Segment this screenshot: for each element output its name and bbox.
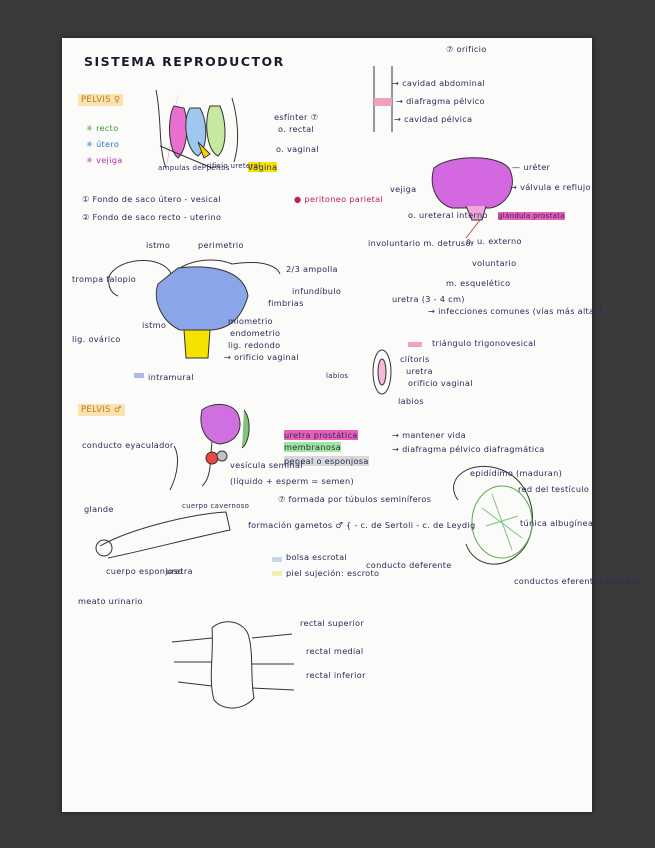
label-o-u-externo: o. u. externo	[466, 236, 522, 246]
label-istmo-top: istmo	[146, 240, 171, 250]
label-mantener-vida: → mantener vida	[392, 430, 466, 440]
note-fondo-2: ② Fondo de saco recto - uterino	[82, 212, 222, 222]
label-conductos-eferentes: conductos eferentes (salida)	[514, 576, 639, 586]
label-lig-ovarico: lig. ovárico	[72, 334, 121, 344]
label-cuerpo-esponjoso: cuerpo esponjoso	[106, 566, 183, 576]
piel-marker	[272, 571, 282, 576]
section-pelvis-female: PELVIS ♀	[78, 94, 124, 106]
label-o-rectal: o. rectal	[278, 124, 314, 134]
male-sagittal-drawing	[169, 404, 250, 491]
label-conducto-eyaculador: conducto eyaculador	[82, 440, 174, 450]
testicle-drawing	[453, 465, 534, 565]
label-involuntario: involuntario m. detrusor	[368, 238, 475, 248]
label-meato: meato urinario	[78, 596, 143, 606]
label-esfinter: esfínter ⑦	[274, 112, 319, 122]
label-orificio: ⑦ orificio	[446, 44, 487, 54]
label-epididimo: epidídimo (maduran)	[470, 468, 563, 478]
label-fimbrias: fimbrias	[268, 298, 304, 308]
label-rectal-superior: rectal superior	[300, 618, 365, 628]
label-o-ureteral-interno: o. ureteral interno	[408, 210, 488, 220]
label-labios-left: labios	[326, 372, 349, 380]
note-peritoneo: ● peritoneo parietal	[294, 194, 384, 204]
label-bolsa-escrotal: bolsa escrotal	[286, 552, 348, 562]
label-trompa: trompa falopio	[72, 274, 137, 284]
label-orificio-ureteral: orificio ureteral	[202, 162, 261, 170]
anatomy-sketches	[95, 66, 534, 709]
label-liquido: (líquido + esperm = semen)	[230, 476, 354, 486]
label-ampolla: 2/3 ampolla	[286, 264, 338, 274]
label-diafragma-pelvico-2: → diafragma pélvico diafragmática	[392, 444, 545, 454]
penis-drawing	[95, 511, 231, 559]
label-tunica: túnica albugínea	[520, 518, 594, 528]
label-orificio-vaginal: → orificio vaginal	[224, 352, 299, 362]
label-peneal: peneal o esponjosa	[284, 456, 369, 466]
bladder-drawing	[431, 157, 513, 239]
label-diafragma-pelvico: → diafragma pélvico	[396, 96, 485, 106]
uterus-drawing	[108, 259, 281, 359]
label-ampulas: ampulas del peltos	[158, 164, 230, 172]
label-valvula-reflujo: → válvula e reflujo	[510, 182, 591, 192]
label-triangulo: triángulo trigonovesical	[432, 338, 537, 348]
intramural-marker	[134, 373, 144, 378]
label-uretra-prostatica: uretra prostática	[284, 430, 358, 440]
label-uretra-cm: uretra (3 - 4 cm)	[392, 294, 465, 304]
label-labios-right: labios	[398, 396, 424, 406]
page-title: SISTEMA REPRODUCTOR	[84, 54, 285, 69]
label-m-esqueletico: m. esquelético	[446, 278, 511, 288]
label-formacion-gametos: formación gametos ♂ { - c. de Sertoli - …	[248, 520, 476, 530]
label-clitoris: clítoris	[400, 354, 430, 364]
label-perimetrio: perimetrio	[198, 240, 244, 250]
label-infecciones: → infecciones comunes (vías más altas)	[428, 306, 603, 316]
vulva-drawing	[372, 349, 392, 395]
label-miometrio: miometrio	[228, 316, 273, 326]
label-orificio-vaginal-2: orificio vaginal	[408, 378, 473, 388]
label-rectal-medial: rectal medial	[306, 646, 364, 656]
label-endometrio: endometrio	[230, 328, 281, 338]
trigone-marker	[408, 342, 422, 347]
label-uretra-male: uretra	[166, 566, 193, 576]
label-piel-sujecion: piel sujeción: escroto	[286, 568, 380, 578]
pelvic-column-drawing	[373, 66, 393, 132]
label-vesicula-seminal: vesícula seminal	[230, 460, 303, 470]
label-vagina: vagina	[248, 162, 278, 172]
label-ureter: — uréter	[512, 162, 551, 172]
notes-page: ⑦ orificio SISTEMA REPRODUCTOR PELVIS ♀ …	[62, 38, 639, 812]
female-sagittal-drawing	[155, 89, 239, 169]
label-uretra: uretra	[406, 366, 433, 376]
label-voluntario: voluntario	[472, 258, 517, 268]
legend-recto: ✳ recto	[86, 123, 119, 133]
label-intramural: intramural	[148, 372, 194, 382]
label-membranosa: membranosa	[284, 442, 342, 452]
label-infundibulo: infundíbulo	[292, 286, 342, 296]
rectum-drawing	[171, 621, 295, 709]
label-o-vaginal: o. vaginal	[276, 144, 319, 154]
label-istmo: istmo	[142, 320, 167, 330]
label-cuerpo-cavernoso: cuerpo cavernoso	[182, 502, 250, 510]
legend-vejiga: ✳ vejiga	[86, 155, 123, 165]
label-glandula-prostata: glándula prostata	[498, 212, 565, 220]
bolsa-marker	[272, 557, 282, 562]
label-cavidad-pelvica: → cavidad pélvica	[394, 114, 473, 124]
label-conducto-deferente: conducto deferente	[366, 560, 452, 570]
label-lig-redondo: lig. redondo	[228, 340, 281, 350]
legend-utero: ✳ útero	[86, 139, 120, 149]
section-pelvis-male: PELVIS ♂	[78, 404, 125, 416]
label-glande: glande	[84, 504, 114, 514]
label-cavidad-abdominal: → cavidad abdominal	[392, 78, 485, 88]
label-red-testiculo: red del testículo	[518, 484, 590, 494]
label-vejiga-2: vejiga	[390, 184, 417, 194]
note-fondo-1: ① Fondo de saco útero - vesical	[82, 194, 221, 204]
label-formada-tubulos: ⑦ formada por túbulos seminíferos	[278, 494, 432, 504]
label-rectal-inferior: rectal inferior	[306, 670, 366, 680]
